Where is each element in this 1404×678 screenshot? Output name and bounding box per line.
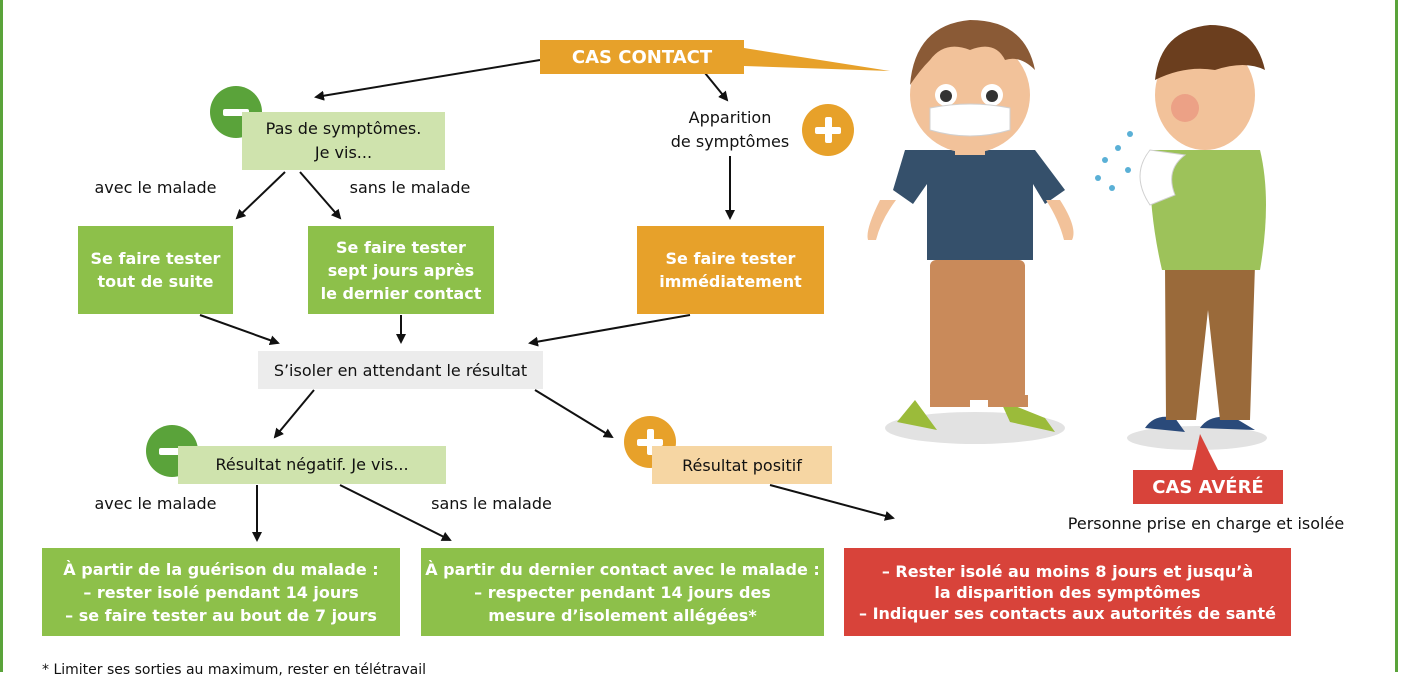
plus-bar-v xyxy=(824,117,832,143)
arrow-to-negative xyxy=(273,389,315,439)
test-seven-days-box: Se faire tester sept jours après le dern… xyxy=(308,226,494,314)
arrow-from-test-now xyxy=(199,314,280,346)
with-patient-label-top: avec le malade xyxy=(94,178,217,197)
contact-person-illustration xyxy=(867,20,1074,444)
plus-icon xyxy=(802,104,854,156)
minus-bar xyxy=(223,108,249,116)
test-now-box: Se faire tester tout de suite xyxy=(78,226,233,314)
contact-case-title: CAS CONTACT xyxy=(540,40,744,74)
plus-bar-v xyxy=(646,429,654,455)
minus-bar xyxy=(159,447,185,455)
outcome-without-patient-box: À partir du dernier contact avec le mala… xyxy=(421,548,824,636)
arrow-to-symptoms xyxy=(704,72,729,102)
arrow-group xyxy=(199,59,895,542)
outcome-with-patient-box: À partir de la guérison du malade : – re… xyxy=(42,548,400,636)
arrow-to-test-seven xyxy=(299,171,342,220)
isolate-waiting-box: S’isoler en attendant le résultat xyxy=(258,351,543,389)
without-patient-label-bottom: sans le malade xyxy=(431,494,552,513)
speech-pointer-contact xyxy=(744,48,890,71)
with-patient-label-bottom: avec le malade xyxy=(94,494,217,513)
arrow-to-positive xyxy=(534,389,614,439)
speech-pointer-confirmed xyxy=(1192,434,1218,470)
positive-result-box: Résultat positif xyxy=(652,446,832,484)
sick-person-illustration xyxy=(1095,25,1267,450)
arrow-to-no-symptoms xyxy=(314,59,541,101)
without-patient-label-top: sans le malade xyxy=(349,178,471,197)
arrow-from-test-immediately xyxy=(528,314,691,347)
confirmed-case-caption: Personne prise en charge et isolée xyxy=(1067,514,1345,533)
outcome-positive-box: – Rester isolé au moins 8 jours et jusqu… xyxy=(844,548,1291,636)
no-symptoms-node: Pas de symptômes. Je vis... xyxy=(242,112,445,170)
arrow-to-outcome-positive xyxy=(769,484,895,521)
confirmed-case-badge: CAS AVÉRÉ xyxy=(1133,470,1283,504)
arrow-to-outcome-without xyxy=(339,484,452,541)
test-immediately-box: Se faire tester immédiatement xyxy=(637,226,824,314)
footnote: * Limiter ses sorties au maximum, rester… xyxy=(42,662,426,678)
arrow-to-test-now xyxy=(235,171,286,220)
negative-result-box: Résultat négatif. Je vis... xyxy=(178,446,446,484)
symptoms-appear-label: Apparition de symptômes xyxy=(670,108,790,151)
